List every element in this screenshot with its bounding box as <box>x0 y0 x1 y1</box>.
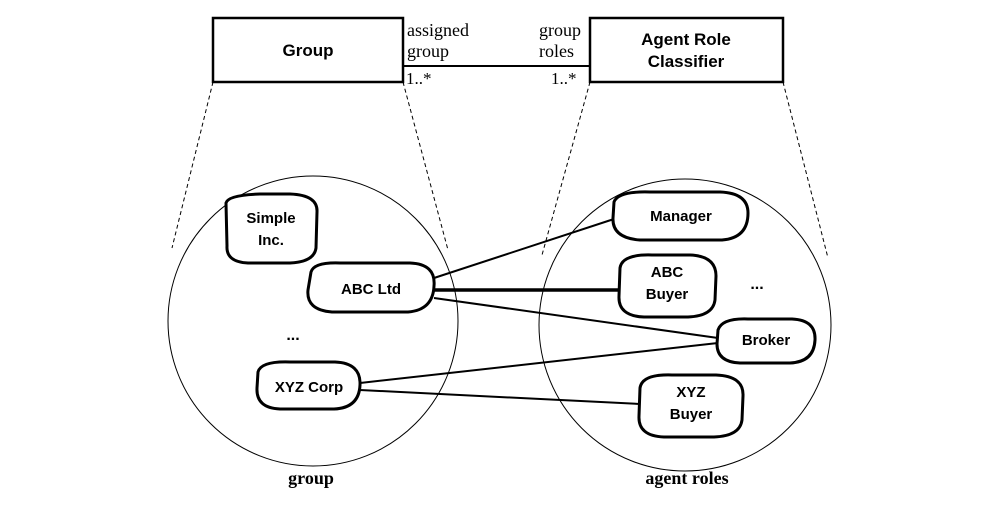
manager-label: Manager <box>650 208 712 225</box>
left-multiplicity: 1..* <box>406 69 432 88</box>
group-set-caption: group <box>288 468 334 488</box>
node-broker: Broker <box>715 317 817 365</box>
node-abc-ltd: ABC Ltd <box>306 261 436 314</box>
right-multiplicity: 1..* <box>551 69 577 88</box>
group-roles-role-line2: roles <box>539 41 574 61</box>
abc-buyer-label-line2: Buyer <box>646 286 689 303</box>
agent-role-classifier-label-line2: Classifier <box>648 52 725 71</box>
simple-inc-label-line2: Inc. <box>258 232 284 249</box>
group-class-label: Group <box>283 41 334 60</box>
group-roles-role-line1: group <box>539 20 581 40</box>
abc-ltd-label: ABC Ltd <box>341 281 401 298</box>
node-simple-inc: Simple Inc. <box>224 192 319 265</box>
xyz-buyer-label-line2: Buyer <box>670 406 713 423</box>
agent-role-classifier-box: Agent Role Classifier <box>588 16 785 84</box>
projection-lines <box>171 81 829 259</box>
projection-line-roles-left <box>541 81 591 256</box>
roles-set-caption: agent roles <box>645 468 728 488</box>
assigned-group-role-line2: group <box>407 41 449 61</box>
link-xyz-corp-xyz-buyer <box>359 389 641 405</box>
xyz-buyer-label-line1: XYZ <box>676 384 705 401</box>
assigned-group-role-line1: assigned <box>407 20 469 40</box>
link-abc-ltd-manager <box>433 218 615 279</box>
link-xyz-corp-broker <box>359 342 719 384</box>
projection-line-group-left <box>171 81 214 249</box>
node-xyz-corp: XYZ Corp <box>255 360 362 411</box>
roles-set-circle <box>538 178 832 472</box>
roles-ellipsis: ... <box>750 276 763 293</box>
node-abc-buyer: ABC Buyer <box>617 253 718 319</box>
group-set-circle <box>167 175 459 467</box>
link-abc-ltd-broker <box>433 297 719 339</box>
node-manager: Manager <box>611 190 750 242</box>
membership-links <box>359 218 719 405</box>
simple-inc-label-line1: Simple <box>246 210 295 227</box>
xyz-corp-label: XYZ Corp <box>275 379 343 396</box>
abc-buyer-label-line1: ABC <box>651 264 684 281</box>
group-class-box: Group <box>211 16 405 84</box>
agent-role-classifier-label-line1: Agent Role <box>641 30 731 49</box>
projection-line-group-right <box>402 81 449 251</box>
broker-label: Broker <box>742 332 791 349</box>
node-xyz-buyer: XYZ Buyer <box>637 373 745 439</box>
group-ellipsis: ... <box>286 327 299 344</box>
projection-line-roles-right <box>782 81 829 259</box>
